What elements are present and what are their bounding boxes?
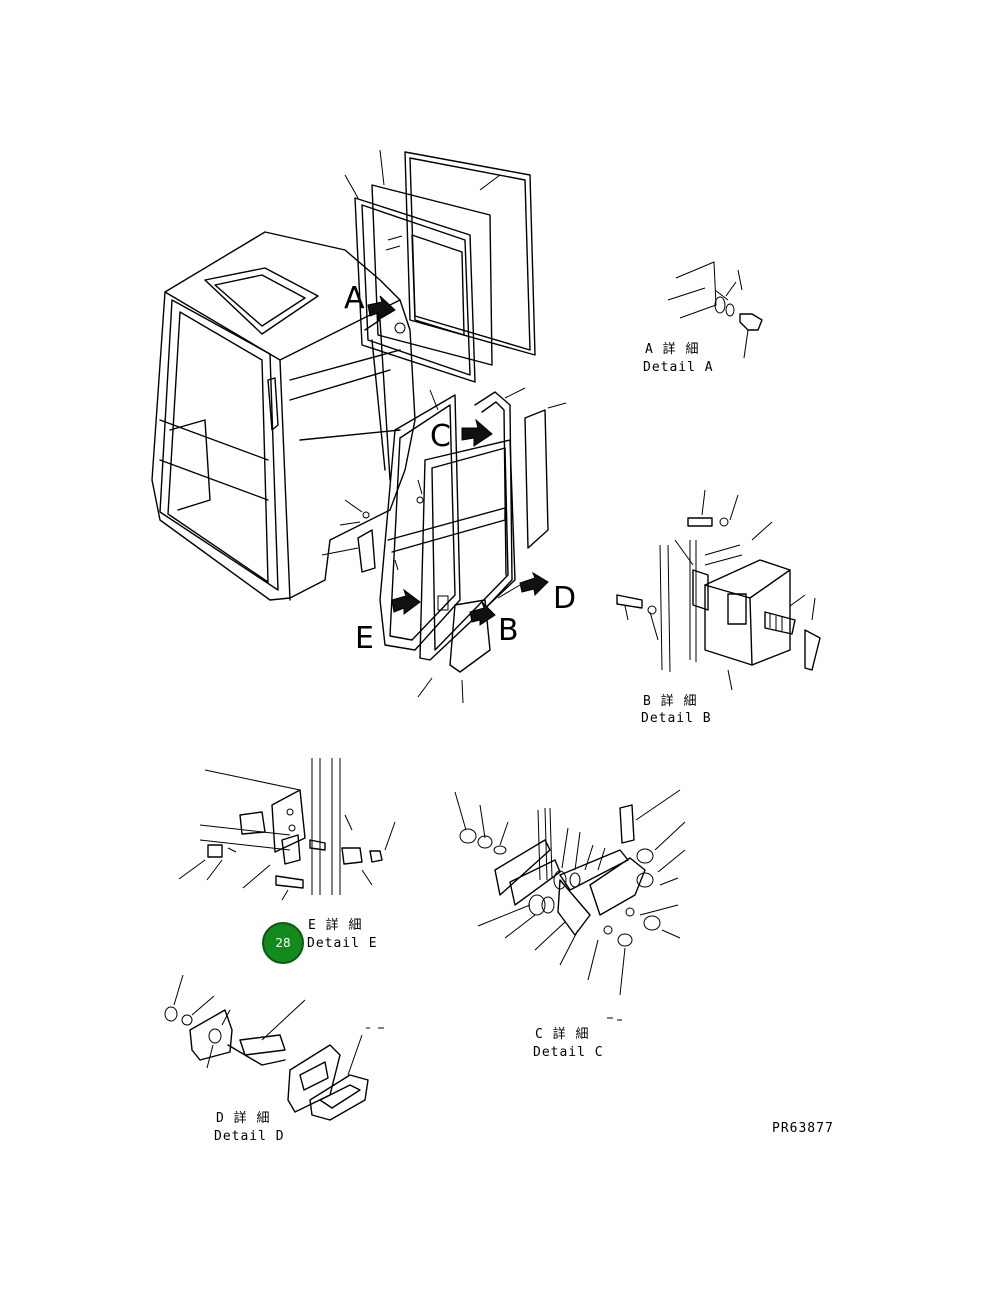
detail-c-drawing [454, 789, 686, 996]
detail-d-jp-caption: D 詳 細 [216, 1110, 270, 1126]
detail-d-en-caption: Detail D [214, 1129, 285, 1144]
detail-a-drawing [667, 261, 763, 359]
detail-e-en-caption: Detail E [307, 936, 378, 951]
detail-e-jp-caption: E 詳 細 [308, 917, 362, 933]
drawing-code: PR63877 [772, 1121, 834, 1136]
detail-a-en-caption: Detail A [643, 360, 714, 375]
cab-frame [151, 231, 416, 601]
detail-d-drawing [164, 974, 622, 1121]
callout-letter-e: E [355, 621, 374, 656]
callout-letter-a: A [344, 281, 365, 316]
door-assembly [321, 387, 567, 704]
detail-e-drawing [178, 758, 396, 901]
detail-b-en-caption: Detail B [641, 711, 712, 726]
detail-c-en-caption: Detail C [533, 1045, 604, 1060]
callout-letter-d: D [553, 581, 576, 616]
callout-letter-b: B [498, 613, 519, 648]
detail-b-drawing [616, 489, 821, 691]
detail-b-jp-caption: B 詳 細 [643, 693, 697, 709]
front-glass-seal-assembly [344, 149, 536, 383]
callout-arrows [367, 295, 549, 626]
part-number-label: 28 [275, 936, 290, 950]
detail-a-jp-caption: A 詳 細 [645, 341, 699, 357]
detail-c-jp-caption: C 詳 細 [535, 1026, 589, 1042]
part-number-badge[interactable]: 28 [262, 922, 304, 964]
callout-letter-c: C [430, 419, 451, 454]
